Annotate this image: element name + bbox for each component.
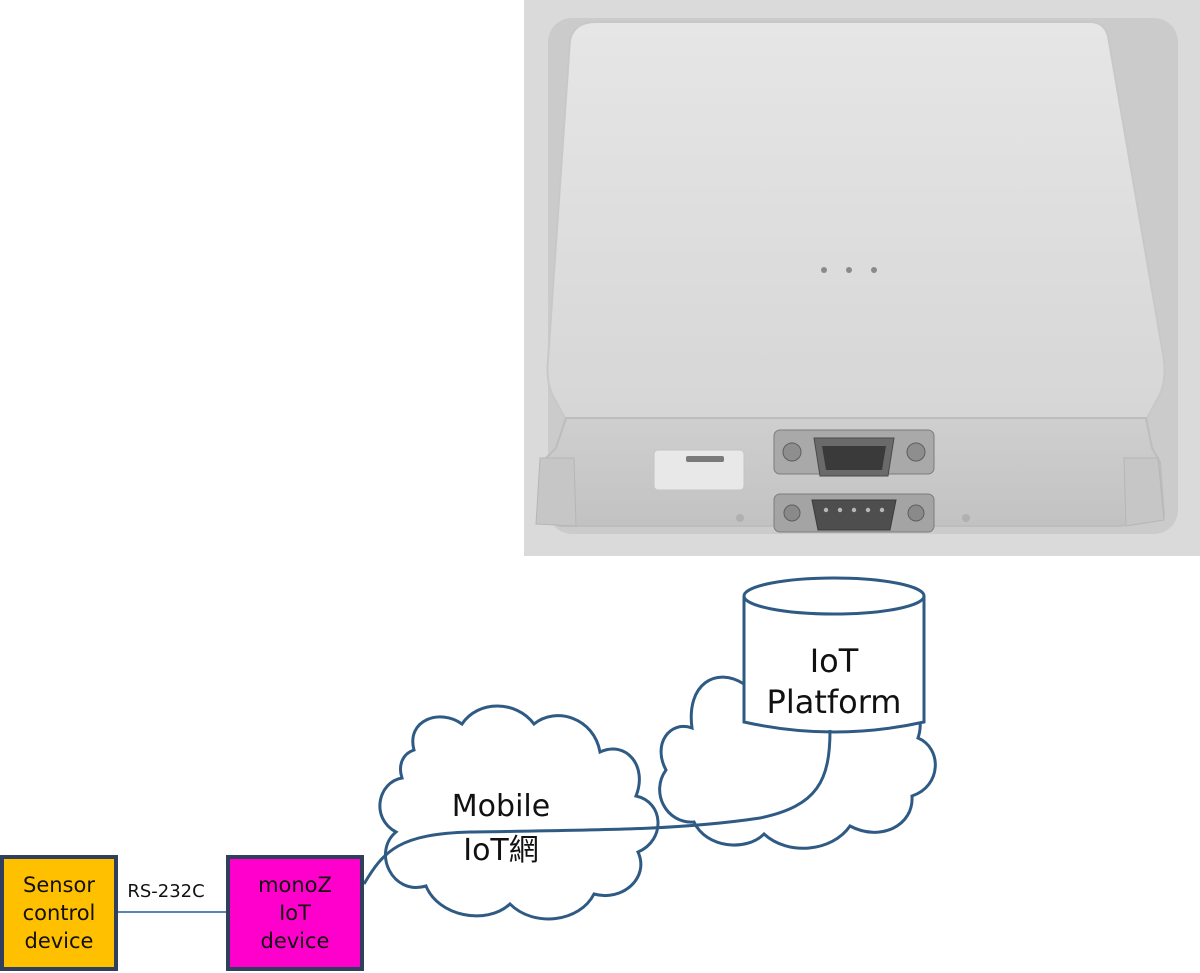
monoz-label-line-1: monoZ: [258, 873, 332, 897]
iot-platform-node: IoT Platform: [742, 576, 926, 734]
usb-slot: [686, 456, 724, 462]
device-photo: [524, 0, 1200, 556]
monoz-iot-device-node: monoZ IoT device: [226, 855, 364, 971]
monoz-label-line-2: IoT: [279, 901, 311, 925]
enclosure-lid: [546, 21, 1166, 421]
mounting-flange-right: [1123, 457, 1165, 527]
sensor-label-line-2: control: [23, 901, 96, 925]
screw-hole: [962, 514, 970, 522]
platform-label-line-2: Platform: [767, 683, 902, 721]
cylinder-top: [742, 576, 926, 616]
db9-port-top: [773, 429, 935, 477]
led-indicator: [821, 267, 827, 273]
network-link-line: [362, 729, 832, 885]
sensor-box: [0, 855, 118, 971]
monoz-box: [226, 855, 364, 971]
cylinder-body: [742, 596, 926, 734]
sensor-label-line-3: device: [25, 929, 94, 953]
sensor-control-device-node: Sensor control device: [0, 855, 118, 971]
platform-label-line-1: IoT: [810, 642, 859, 680]
led-indicator: [871, 267, 877, 273]
cloud-left-outline: [378, 704, 660, 921]
mobile-network-label-line-1: Mobile: [452, 789, 550, 824]
mobile-network-label-line-2: IoT網: [463, 833, 539, 868]
db9-port-bottom: [773, 493, 935, 533]
led-indicator: [846, 267, 852, 273]
cloud-left: [378, 704, 660, 921]
mounting-flange-left: [535, 457, 577, 527]
serial-link-label: RS-232C: [127, 881, 204, 902]
screw-hole: [736, 514, 744, 522]
sensor-label-line-1: Sensor: [23, 873, 95, 897]
monoz-label-line-3: device: [261, 929, 330, 953]
